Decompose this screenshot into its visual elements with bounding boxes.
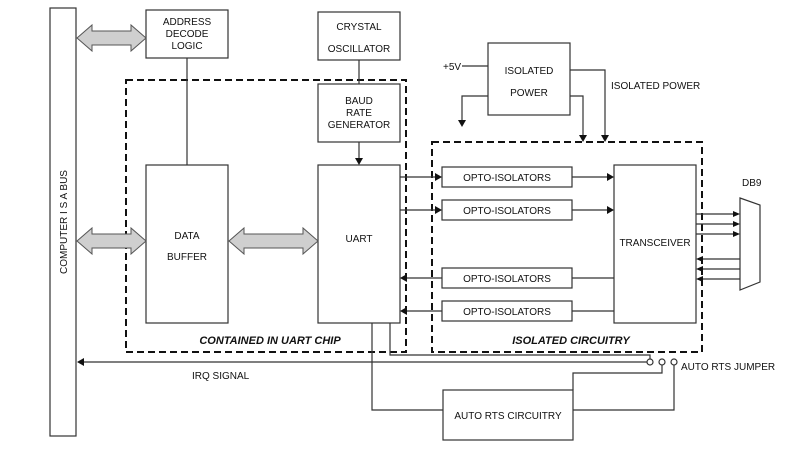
v5-label: +5V bbox=[443, 62, 461, 73]
jumper-pin-1 bbox=[646, 358, 654, 366]
uart-to-autorts-line bbox=[371, 323, 443, 411]
isolated-power-arrowhead bbox=[601, 135, 609, 142]
buffer-to-uart-arrow bbox=[228, 226, 319, 256]
db9-to-tx-arrowhead-2 bbox=[696, 266, 703, 272]
isolated-power-label-1: ISOLATED bbox=[505, 66, 554, 77]
isolated-power-block bbox=[487, 42, 571, 116]
uart-chip-boundary bbox=[125, 79, 407, 353]
opto-isolator-1-label: OPTO-ISOLATORS bbox=[463, 173, 551, 184]
baud-rate-generator-block bbox=[317, 83, 401, 143]
opto2-to-transceiver-arrowhead bbox=[607, 206, 614, 214]
tx-to-db9-arrowhead-1 bbox=[733, 211, 740, 217]
address-decode-label-3: LOGIC bbox=[171, 41, 202, 52]
auto-rts-jumper-label: AUTO RTS JUMPER bbox=[681, 362, 775, 373]
irq-arrowhead bbox=[77, 358, 84, 366]
baud-label-3: GENERATOR bbox=[328, 120, 390, 131]
irq-label: IRQ SIGNAL bbox=[192, 371, 250, 382]
uart-label: UART bbox=[345, 234, 372, 245]
bus-to-buffer-arrow bbox=[76, 226, 147, 256]
auto-rts-block bbox=[442, 389, 574, 441]
crystal-label-2: OSCILLATOR bbox=[328, 44, 390, 55]
power-right-arrowhead bbox=[579, 135, 587, 142]
power-right-line bbox=[570, 95, 584, 135]
opto-isolator-4-label: OPTO-ISOLATORS bbox=[463, 307, 551, 318]
crystal-label-1: CRYSTAL bbox=[336, 22, 382, 33]
db9-to-tx-arrowhead-3 bbox=[696, 276, 703, 282]
isa-bus-label: COMPUTER I S A BUS bbox=[59, 170, 70, 274]
address-decode-block bbox=[145, 9, 229, 59]
isolated-power-line bbox=[570, 69, 606, 135]
address-decode-label-1: ADDRESS bbox=[163, 17, 212, 28]
isolated-power-line-label: ISOLATED POWER bbox=[611, 81, 700, 92]
uart-to-jumper-line bbox=[389, 323, 651, 359]
opto1-to-transceiver-arrowhead bbox=[607, 173, 614, 181]
transceiver-label: TRANSCEIVER bbox=[619, 238, 690, 249]
jumper-pin3-line bbox=[573, 365, 675, 411]
uart-chip-label: CONTAINED IN UART CHIP bbox=[199, 335, 341, 347]
isolated-circuitry-label: ISOLATED CIRCUITRY bbox=[512, 335, 631, 347]
tx-to-db9-arrowhead-3 bbox=[733, 231, 740, 237]
data-buffer-label-2: BUFFER bbox=[167, 252, 207, 263]
tx-to-db9-arrowhead-2 bbox=[733, 221, 740, 227]
baud-label-2: RATE bbox=[346, 108, 372, 119]
uart-block bbox=[317, 164, 401, 324]
power-left-arrowhead bbox=[458, 120, 466, 127]
data-buffer-block bbox=[145, 164, 229, 324]
baud-label-1: BAUD bbox=[345, 96, 373, 107]
opto3-to-uart-arrowhead bbox=[400, 274, 407, 282]
uart-to-opto1-arrowhead bbox=[435, 173, 442, 181]
bus-to-address-arrow bbox=[76, 23, 147, 53]
opto-isolator-2-label: OPTO-ISOLATORS bbox=[463, 206, 551, 217]
db9-label: DB9 bbox=[742, 178, 762, 189]
jumper-pin-2 bbox=[658, 358, 666, 366]
opto4-to-uart-arrowhead bbox=[400, 307, 407, 315]
isolated-power-label-2: POWER bbox=[510, 88, 548, 99]
jumper-pin-3 bbox=[670, 358, 678, 366]
power-left-line bbox=[461, 95, 488, 120]
auto-rts-label: AUTO RTS CIRCUITRY bbox=[454, 411, 562, 422]
jumper-to-autorts-line bbox=[572, 365, 663, 390]
uart-to-opto2-arrowhead bbox=[435, 206, 442, 214]
opto-isolator-3-label: OPTO-ISOLATORS bbox=[463, 274, 551, 285]
transceiver-block bbox=[613, 164, 697, 324]
address-decode-label-2: DECODE bbox=[166, 29, 209, 40]
isolated-circuitry-boundary bbox=[431, 141, 703, 353]
data-buffer-label-1: DATA bbox=[174, 231, 200, 242]
baud-to-uart-arrowhead bbox=[355, 158, 363, 165]
db9-to-tx-arrowhead-1 bbox=[696, 256, 703, 262]
db9-connector bbox=[739, 197, 761, 291]
isa-bus bbox=[49, 7, 77, 437]
